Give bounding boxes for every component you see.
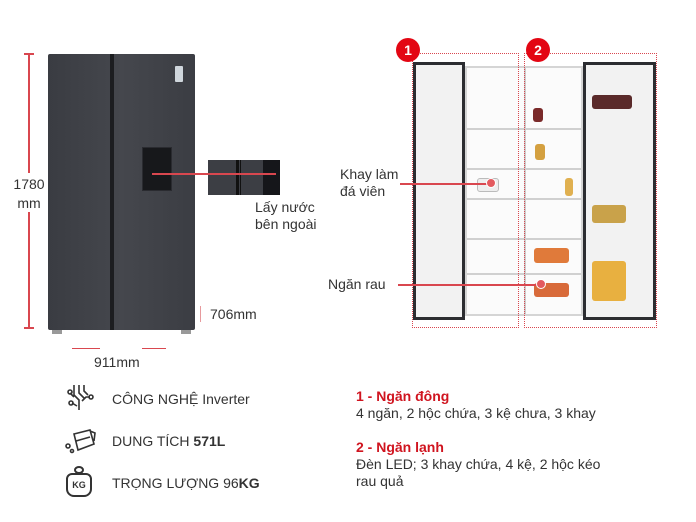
width-dimension-line: [72, 348, 100, 349]
crisper-callout: Ngăn rau: [328, 276, 386, 292]
foot: [181, 330, 191, 334]
height-value: 1780: [13, 176, 45, 192]
freezer-badge: 1: [396, 38, 420, 62]
freezer-door: [413, 62, 465, 320]
fridge-desc: Đèn LED; 3 khay chứa, 4 kệ, 2 hộc kéo ra…: [356, 456, 601, 489]
height-dimension-line: [28, 53, 30, 173]
fridge-zone-outline: [524, 53, 657, 328]
width-label: 911mm: [94, 354, 140, 370]
weight-kg-icon: KG: [64, 466, 94, 498]
closed-fridge-image: [48, 54, 195, 334]
height-unit: mm: [17, 195, 41, 211]
feature-weight: TRỌNG LƯỢNG 96KG: [112, 475, 260, 491]
foot: [52, 330, 62, 334]
width-dimension-line: [142, 348, 166, 349]
dim-tick: [24, 53, 34, 55]
door-gap: [110, 54, 114, 330]
height-label: 1780 mm: [8, 175, 50, 213]
freezer-desc: 4 ngăn, 2 hộc chứa, 3 kệ chưa, 3 khay: [356, 405, 596, 421]
capacity-jug-icon: [65, 429, 96, 454]
fridge-description: 2 - Ngăn lạnh Đèn LED; 3 khay chứa, 4 kệ…: [356, 439, 606, 490]
freezer-title: 1 - Ngăn đông: [356, 388, 450, 404]
dispenser-zoom-inset: [208, 160, 280, 195]
depth-label: 706mm: [210, 306, 257, 322]
dispenser-callout-line: [152, 173, 276, 175]
height-dimension-line: [28, 212, 30, 328]
fridge-title: 2 - Ngăn lạnh: [356, 439, 444, 455]
freezer-zone-outline: [412, 53, 519, 328]
crisper-marker: [536, 279, 546, 289]
fridge-door: [583, 62, 656, 320]
ice-tray-marker: [486, 178, 496, 188]
inverter-circuit-icon: [67, 385, 94, 410]
dim-tick: [24, 327, 34, 329]
water-dispenser: [142, 147, 172, 191]
ice-tray-callout: Khay làm đá viên: [340, 166, 399, 199]
dispenser-callout: Lấy nước bên ngoài: [255, 199, 317, 232]
crisper-callout-line: [398, 284, 540, 286]
feature-capacity: DUNG TÍCH 571L: [112, 433, 226, 449]
feature-inverter: CÔNG NGHỆ Inverter: [112, 391, 250, 407]
brand-logo: [175, 66, 183, 82]
freezer-description: 1 - Ngăn đông 4 ngăn, 2 hộc chứa, 3 kệ c…: [356, 388, 656, 422]
ice-tray-callout-line: [400, 183, 490, 185]
fridge-badge: 2: [526, 38, 550, 62]
depth-dimension-line: [200, 306, 201, 322]
